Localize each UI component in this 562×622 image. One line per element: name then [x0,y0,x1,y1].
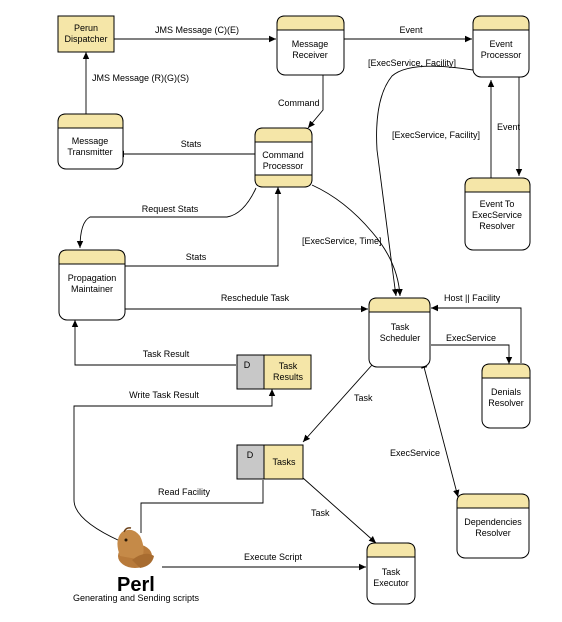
node-task-scheduler[interactable]: Task Scheduler [368,297,431,368]
node-propagation-maintainer[interactable]: Propagation Maintainer [58,249,126,321]
node-label-line: Scheduler [380,333,421,343]
edge-label-host-facility: Host || Facility [444,293,501,303]
node-label-line: Processor [481,50,522,60]
edge-label-execservice-dependencies: ExecService [390,448,440,458]
edge-label-execservice-facility-2: [ExecService, Facility] [392,130,480,140]
edge-label-jms-ce: JMS Message (C)(E) [155,25,239,35]
node-label-line: Transmitter [67,147,112,157]
node-denials-resolver[interactable]: Denials Resolver [481,363,531,429]
edge-labels: JMS Message (C)(E) Event JMS Message (R)… [92,25,521,562]
edge-read-facility [140,480,264,533]
node-label-line: Task [391,322,410,332]
edge-scheduler-to-tasks [302,364,373,443]
node-label-line: Resolver [475,528,511,538]
datastore-marker: D [244,360,251,370]
edge-command-to-scheduler [311,184,403,297]
edge-stats-back [125,187,282,267]
node-label-line: Tasks [272,457,296,467]
edge-label-event-right: Event [497,122,521,132]
edge-denials-to-scheduler [431,304,522,363]
node-label-line: Resolver [479,221,515,231]
node-label-line: Task [382,567,401,577]
node-label-line: Command [262,150,304,160]
node-perun-dispatcher[interactable]: Perun Dispatcher [57,15,115,53]
node-label-line: ExecService [472,210,522,220]
edge-label-event-top: Event [399,25,423,35]
node-label-line: Dispatcher [64,34,107,44]
node-label-line: Results [273,372,304,382]
node-label-line: Processor [263,161,304,171]
edge-label-write-task-result: Write Task Result [129,390,199,400]
perl-word: Perl [117,574,155,596]
node-label-line: Resolver [488,398,524,408]
node-label-line: Propagation [68,273,117,283]
edge-scheduler-dependencies [421,361,460,498]
node-label-line: Event To [480,199,515,209]
node-event-processor[interactable]: Event Processor [472,15,530,78]
edge-label-task-scheduler-to-tasks: Task [354,393,373,403]
edge-label-read-facility: Read Facility [158,487,211,497]
node-label-line: Executor [373,578,409,588]
node-label-line: Task [279,361,298,371]
node-event-to-execservice-resolver[interactable]: Event To ExecService Resolver [464,177,531,251]
node-label-line: Denials [491,387,522,397]
datastore-task-results[interactable]: D Task Results [236,354,312,390]
edge-tasks-to-executor [302,477,377,544]
node-label-line: Perun [74,23,98,33]
node-label-line: Event [489,39,513,49]
edge-label-reschedule-task: Reschedule Task [221,293,290,303]
edge-label-command: Command [278,98,320,108]
node-task-executor[interactable]: Task Executor [366,542,416,605]
edge-label-jms-rgs: JMS Message (R)(G)(S) [92,73,189,83]
edge-request-stats [76,187,257,249]
edge-label-execservice-denials: ExecService [446,333,496,343]
edges [71,35,523,571]
edge-label-task-to-executor: Task [311,508,330,518]
node-label-line: Message [72,136,109,146]
edge-task-result [71,320,236,366]
edge-label-execute-script: Execute Script [244,552,303,562]
perl-caption: Generating and Sending scripts [73,593,200,603]
edge-label-stats-top: Stats [181,139,202,149]
node-message-transmitter[interactable]: Message Transmitter [57,113,124,170]
node-dependencies-resolver[interactable]: Dependencies Resolver [456,493,530,559]
edge-event-processor-to-scheduler [376,65,474,297]
node-message-receiver[interactable]: Message Receiver [276,15,345,76]
node-command-processor[interactable]: Command Processor [254,127,313,188]
edge-label-task-result: Task Result [143,349,190,359]
datastore-marker: D [247,450,254,460]
node-label-line: Dependencies [464,517,522,527]
node-label-line: Maintainer [71,284,113,294]
edge-receiver-to-command-processor [307,75,324,129]
node-label-line: Receiver [292,50,328,60]
edge-label-request-stats: Request Stats [142,204,199,214]
edge-label-execservice-time: [ExecService, Time] [302,236,382,246]
edge-write-task-result [73,389,276,542]
edge-scheduler-to-denials [431,344,513,364]
datastore-tasks[interactable]: D Tasks [236,444,304,480]
edge-label-execservice-facility-1: [ExecService, Facility] [368,58,456,68]
node-label-line: Message [292,39,329,49]
edge-label-stats-bottom: Stats [186,252,207,262]
perl-camel-logo: Perl [117,527,155,596]
